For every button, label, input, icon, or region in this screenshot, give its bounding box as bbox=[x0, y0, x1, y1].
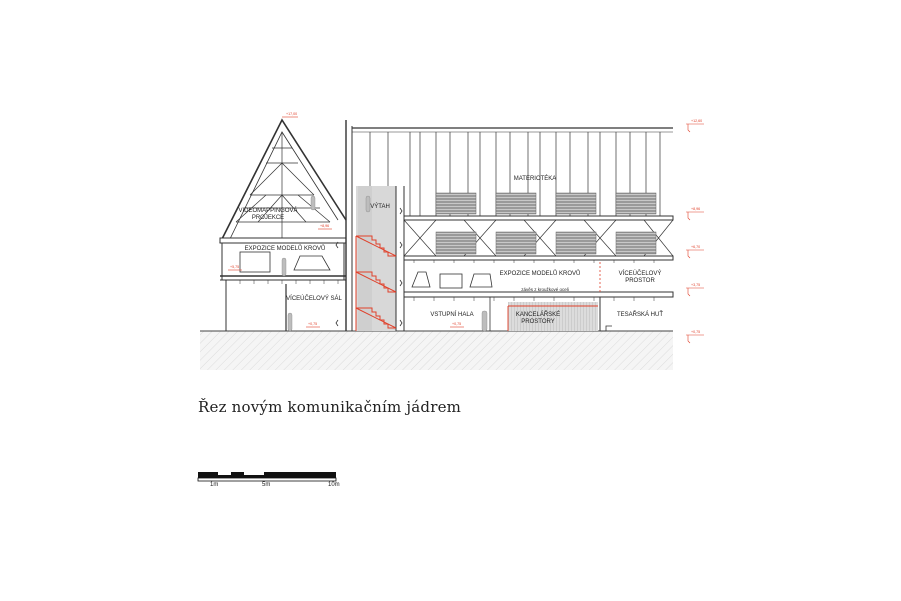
level-right-3: +6,70 bbox=[691, 245, 700, 249]
stair-red bbox=[355, 235, 397, 331]
label-expozice-left: EXPOZICE MODELŮ KROVŮ bbox=[245, 245, 326, 252]
label-vicucelovy-prostor-2: PROSTOR bbox=[625, 278, 655, 284]
room-labels: VIDEOMAPPINGOVÁ PROJEKCE EXPOZICE MODELŮ… bbox=[238, 175, 663, 325]
drawing-title: Řez novým komunikačním jádrem bbox=[198, 398, 462, 416]
human-figures bbox=[281, 195, 488, 332]
communication-core bbox=[356, 186, 405, 331]
scale-label-5m: 5m bbox=[262, 482, 271, 488]
level-right-1: +12,60 bbox=[691, 119, 702, 123]
right-building bbox=[352, 127, 674, 332]
left-wall bbox=[345, 120, 353, 331]
level-right-4: +3,75 bbox=[691, 283, 700, 287]
label-expozice-right: EXPOZICE MODELŮ KROVŮ bbox=[500, 270, 581, 277]
ground-terrain bbox=[200, 330, 673, 370]
level-ridge: +17,00 bbox=[286, 112, 297, 116]
label-vicucelovy-sal: VÍCEÚČELOVÝ SÁL bbox=[286, 295, 342, 302]
level-ground-mid: +0,75 bbox=[452, 322, 461, 326]
scale-label-1m: 1m bbox=[210, 482, 219, 488]
label-materioteka: MATERIOTÉKA bbox=[514, 175, 557, 182]
level-ground-left: +0,75 bbox=[308, 322, 317, 326]
label-zaves: závěs z kroužkové oceli bbox=[521, 287, 569, 292]
label-videomapping-1: VIDEOMAPPINGOVÁ bbox=[238, 207, 297, 214]
storage-crates bbox=[435, 192, 657, 255]
label-kancelarske-1: KANCELÁŘSKÉ bbox=[516, 310, 560, 318]
label-vicucelovy-prostor-1: VÍCEÚČELOVÝ bbox=[619, 270, 662, 277]
label-tesarska-hut: TESAŘSKÁ HUŤ bbox=[617, 310, 663, 318]
door-marks bbox=[335, 207, 403, 327]
label-videomapping-2: PROJEKCE bbox=[252, 215, 284, 221]
level-texts: +17,00 +8,96 +5,75 +0,75 +0,75 +12,60 +8… bbox=[230, 112, 702, 334]
level-left-upper: +8,96 bbox=[320, 224, 329, 228]
left-building bbox=[219, 118, 347, 331]
label-vytah: VÝTAH bbox=[370, 203, 390, 210]
label-kancelarske-2: PROSTORY bbox=[521, 319, 554, 325]
level-right-2: +8,96 bbox=[691, 207, 700, 211]
scale-bar bbox=[197, 472, 337, 482]
level-left-lower: +5,75 bbox=[230, 265, 239, 269]
level-right-5: +0,75 bbox=[691, 330, 700, 334]
level-markers bbox=[228, 116, 704, 344]
label-vstupni-hala: VSTUPNÍ HALA bbox=[430, 311, 473, 318]
scale-label-10m: 10m bbox=[328, 482, 340, 488]
office-curtain bbox=[507, 302, 598, 331]
